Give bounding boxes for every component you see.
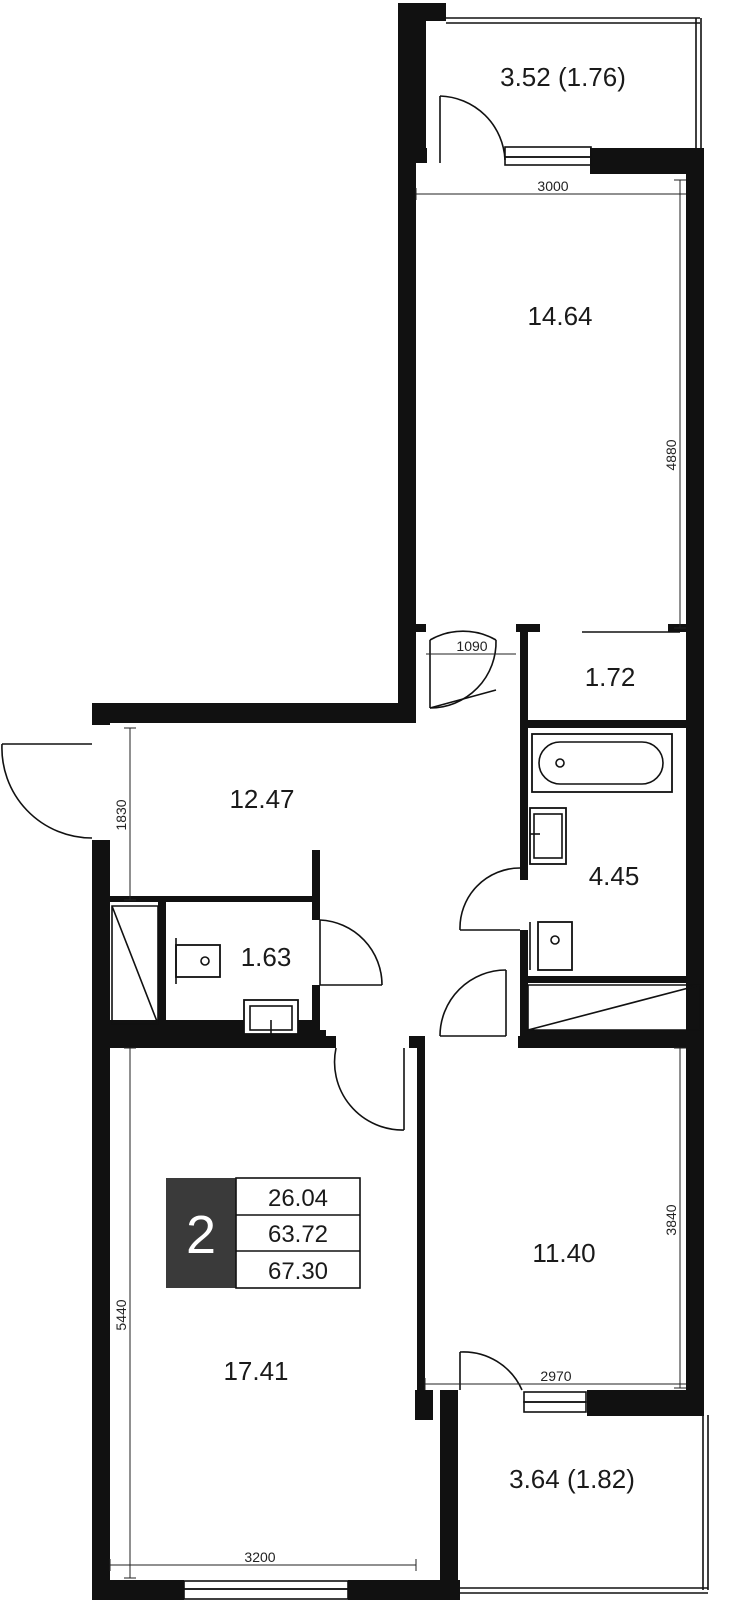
area-hall: 12.47 [229, 784, 294, 814]
rooms-count-box [166, 1178, 236, 1288]
area-bedroom-top: 14.64 [527, 301, 592, 331]
area-bathroom: 4.45 [589, 861, 640, 891]
dim-bottom-bedroom-width: 2970 [540, 1368, 571, 1384]
dim-top-bedroom-width: 3000 [537, 178, 568, 194]
living-area-value: 26.04 [268, 1185, 328, 1212]
dim-hall-depth: 1830 [113, 799, 129, 830]
area-storage: 1.72 [585, 662, 636, 692]
dim-living-width: 3200 [244, 1549, 275, 1565]
area-balcony-bottom: 3.64 (1.82) [509, 1464, 635, 1494]
closet-hall [111, 905, 159, 1025]
dim-bottom-bedroom-length: 3840 [663, 1204, 679, 1235]
windows [183, 17, 709, 1600]
bathroom-sink [529, 807, 567, 865]
total-area-value: 63.72 [268, 1221, 328, 1248]
dim-corridor-width: 1090 [456, 638, 487, 654]
doors [1, 95, 680, 1391]
dimension-labels: 3000 4880 1090 1830 5440 3840 2970 3200 [113, 178, 679, 1565]
bathroom-toilet [537, 921, 573, 971]
apartment-badge: 2 26.04 63.72 67.30 [166, 1177, 361, 1289]
walls [92, 3, 704, 1600]
dim-top-bedroom-length: 4880 [663, 439, 679, 470]
area-balcony-top: 3.52 (1.76) [500, 62, 626, 92]
room-labels: 3.52 (1.76) 14.64 1.72 12.47 4.45 1.63 1… [223, 62, 639, 1494]
total-area-balconies-value: 67.30 [268, 1258, 328, 1285]
dimension-lines [109, 179, 686, 1579]
area-bedroom-bottom: 11.40 [532, 1238, 595, 1268]
wc-toilet [175, 944, 221, 978]
rooms-count: 2 [186, 1205, 216, 1265]
area-living-room: 17.41 [223, 1356, 288, 1386]
dim-living-length: 5440 [113, 1299, 129, 1330]
fixtures [111, 733, 701, 1035]
area-wc: 1.63 [241, 942, 292, 972]
closet-bath [527, 984, 701, 1031]
